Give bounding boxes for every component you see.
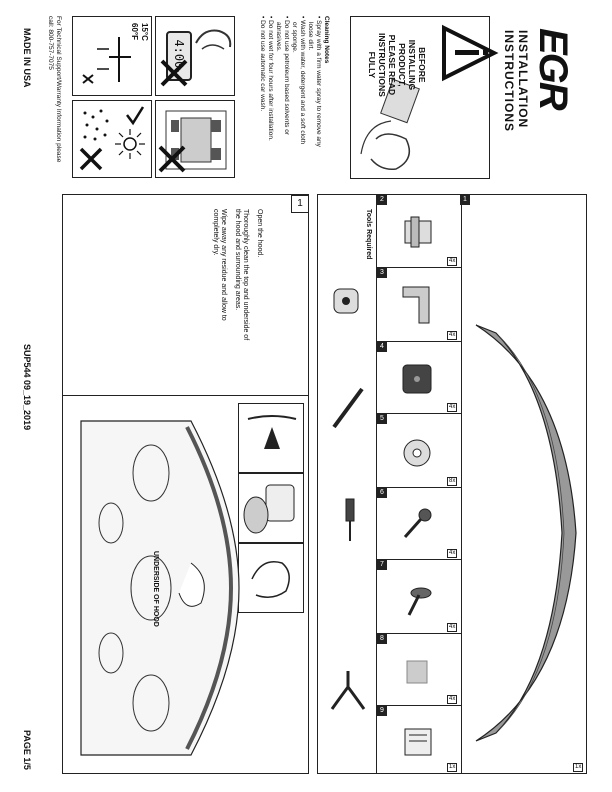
temp-high: 15°C — [140, 23, 149, 41]
sponge-bucket-icon — [243, 484, 295, 534]
step1-number: 1 — [291, 195, 309, 213]
step1-panel: 1 Open the hood. Thoroughly clean the to… — [62, 194, 309, 774]
rubber-pad-icon — [402, 364, 432, 394]
part-count-5: 8x — [447, 477, 458, 486]
screw-icon — [403, 508, 432, 538]
support-line-2: call: 800-757-7075 — [47, 16, 54, 70]
cleaning-item: • Do not use automatic car wash. — [259, 16, 266, 112]
cleaning-item: loose dirt. — [307, 22, 314, 51]
warning-line-3: PRODUCT, — [397, 43, 407, 87]
reading-person-icon — [360, 78, 420, 171]
page-number: PAGE 1/5 — [22, 730, 32, 770]
part-count-9: 1x — [447, 763, 458, 772]
part-number-1: 1 — [460, 195, 470, 205]
cleaning-item: abrasives. — [275, 22, 282, 52]
icon-temperature: 15°C 60°F — [72, 16, 152, 96]
support-line-1: For Technical Support/Warranty Informati… — [55, 16, 62, 163]
parts-panel: 1 1x 2 4x 3 4x 4 4x 5 8x 6 — [317, 194, 587, 774]
part-number-2: 2 — [377, 195, 387, 205]
marker-icon — [332, 387, 364, 429]
part-number-6: 6 — [377, 488, 387, 498]
part-count-6: 4x — [447, 549, 458, 558]
part-number-4: 4 — [377, 342, 387, 352]
warning-box: BEFORE INSTALLING PRODUCT, PLEASE READ I… — [350, 16, 499, 179]
made-in: MADE IN USA — [22, 28, 32, 88]
adhesive-pad-icon — [406, 660, 428, 684]
part-number-3: 3 — [377, 268, 387, 278]
step1-line: the hood and surrounding areas. — [234, 209, 241, 311]
cleaning-notes: Cleaning Notes • Spray with a firm water… — [258, 16, 330, 147]
header-title-1: INSTALLATION — [516, 30, 530, 129]
no-x-icon — [160, 59, 188, 87]
cleaning-item: • Do not wet for four hours after instal… — [267, 16, 274, 141]
u-clip-icon — [402, 286, 430, 324]
icon-weather — [72, 100, 152, 178]
hand-wiping-icon — [251, 561, 290, 598]
push-pin-icon — [407, 587, 432, 616]
warning-line-4: PLEASE READ — [387, 34, 397, 96]
hands-washing-icon — [195, 29, 232, 50]
part-count-2: 4x — [447, 257, 458, 266]
support-info: For Technical Support/Warranty Informati… — [46, 16, 62, 162]
step1-line: Wipe away any residue and allow to — [220, 209, 228, 321]
cleaning-item: or sponge. — [291, 22, 298, 53]
cleaning-item: • Do not use petroleum based solvents or — [283, 16, 290, 135]
document-code: SUP544 09_19_2019 — [22, 344, 32, 431]
illus-sponge — [238, 473, 304, 543]
part-count-7: 4x — [447, 623, 458, 632]
part-count-4: 4x — [447, 403, 458, 412]
thermometer-icon — [82, 37, 131, 84]
clip-bracket-icon — [404, 216, 432, 248]
icon-clock-hands: 4:00h — [155, 16, 235, 96]
cleaning-title: Cleaning Notes — [323, 16, 330, 64]
part-number-7: 7 — [377, 560, 387, 570]
carwash-icon — [165, 110, 227, 170]
sun-icon — [115, 129, 145, 159]
header-title-2: INSTRUCTIONS — [502, 30, 516, 132]
hood-label: UNDERSIDE OF HOOD — [152, 551, 159, 627]
step1-line: completely dry. — [212, 209, 219, 256]
check-icon — [126, 106, 145, 126]
no-x-icon — [158, 145, 186, 173]
part-number-5: 5 — [377, 414, 387, 424]
pliers-icon — [330, 671, 366, 710]
warning-line-5: INSTRUCTIONS — [377, 33, 387, 97]
hood-deflector-icon — [475, 324, 577, 742]
part-count-8: 4x — [447, 695, 458, 704]
hood-underside-icon — [80, 420, 240, 756]
cleaning-item: • Spray with a firm water spray to remov… — [315, 16, 322, 147]
warning-line-6: FULLY — [367, 51, 377, 79]
tools-required-label: Tools Required — [365, 209, 372, 260]
step1-text: Open the hood. Thoroughly clean the top … — [211, 209, 263, 341]
no-x-icon — [79, 147, 103, 171]
hood-open-icon — [247, 415, 297, 449]
step1-line: Thoroughly clean the top and underside o… — [242, 209, 250, 341]
washer-icon — [403, 439, 431, 467]
warning-triangle-icon — [442, 24, 499, 82]
illus-wipe — [238, 543, 304, 613]
tape-measure-icon — [333, 288, 359, 314]
cleaning-item: • Wash with water, detergent and a soft … — [299, 16, 306, 145]
screwdriver-icon — [345, 498, 355, 541]
part-number-8: 8 — [377, 634, 387, 644]
warning-line-1: BEFORE — [417, 47, 427, 83]
part-number-9: 9 — [377, 706, 387, 716]
logo: EGR — [531, 28, 575, 109]
step1-line: Open the hood. — [256, 209, 263, 258]
rain-icon — [83, 109, 109, 141]
illus-hood-open — [238, 403, 304, 473]
main-part-count: 1x — [573, 763, 584, 772]
warning-line-2: INSTALLING — [407, 39, 417, 91]
part-count-3: 4x — [447, 331, 458, 340]
icon-carwash — [155, 100, 235, 178]
alcohol-wipe-icon — [404, 728, 432, 756]
